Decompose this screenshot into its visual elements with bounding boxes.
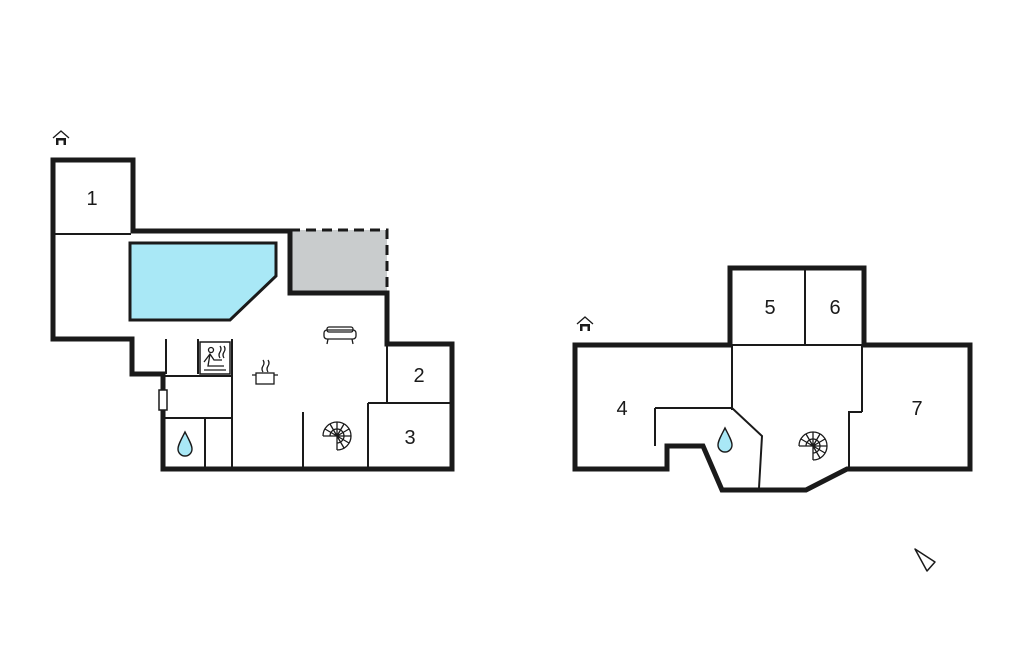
room-label-2: 2 xyxy=(413,365,424,387)
upper-floor-outer-wall xyxy=(572,265,973,493)
water-drop-icon xyxy=(717,426,733,453)
room-label-6: 6 xyxy=(829,297,840,319)
room-label-7: 7 xyxy=(911,398,922,420)
sauna-icon xyxy=(199,341,231,375)
room-label-5: 5 xyxy=(764,297,775,319)
spiral-stairs-icon xyxy=(322,421,352,451)
room-label-1: 1 xyxy=(86,188,97,210)
room-label-4: 4 xyxy=(616,398,627,420)
terrace-area xyxy=(290,230,387,293)
window-marker xyxy=(158,389,168,411)
water-drop-icon xyxy=(177,430,193,457)
upper-floor: 4 5 6 7 xyxy=(572,265,973,493)
terrace-dashed-edge xyxy=(290,228,389,293)
house-entrance-icon xyxy=(576,316,594,331)
spiral-stairs-icon xyxy=(798,431,828,461)
sofa-icon xyxy=(323,326,357,345)
ground-floor: 1 2 3 xyxy=(50,130,455,472)
cooking-pot-icon xyxy=(252,359,278,385)
upper-floor-inner-walls xyxy=(654,270,863,489)
room-label-3: 3 xyxy=(404,427,415,449)
north-arrow-icon xyxy=(914,548,936,572)
pool xyxy=(128,241,278,322)
ground-floor-inner-walls xyxy=(55,233,450,467)
ground-floor-outer-wall xyxy=(50,157,455,472)
house-entrance-icon xyxy=(52,130,70,145)
